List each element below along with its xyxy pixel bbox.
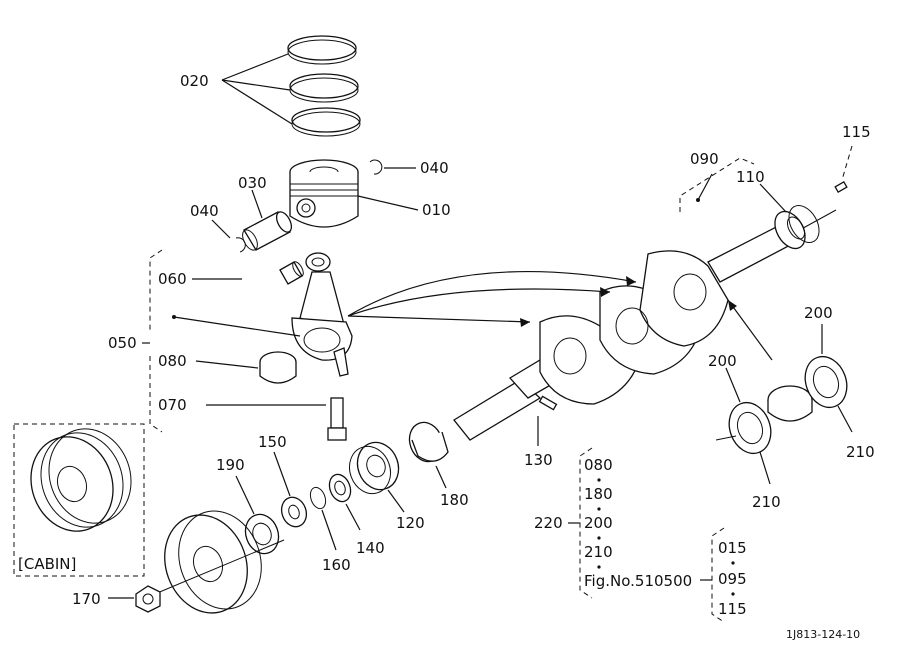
label-210-right: 210 (846, 443, 875, 461)
leader-050 (173, 316, 301, 337)
label-150: 150 (258, 433, 287, 451)
label-120: 120 (396, 514, 425, 532)
kit-sub-item-3: 115 (718, 600, 747, 618)
label-200-right: 200 (804, 304, 833, 322)
circlip-left (235, 237, 246, 253)
piston (289, 159, 359, 228)
rod-bolt (327, 397, 347, 441)
label-110: 110 (736, 168, 765, 186)
leader-160 (321, 509, 337, 551)
cabin-inset (13, 423, 145, 577)
circlip-right (369, 159, 383, 175)
piston-pin (242, 211, 293, 251)
piston-rings (287, 35, 361, 137)
label-040-right: 040 (420, 159, 449, 177)
kit-item-3: 200 (584, 514, 613, 532)
label-030: 030 (238, 174, 267, 192)
leader-030 (251, 189, 263, 219)
front-bearing (408, 421, 449, 463)
leader-115 (841, 145, 853, 181)
crankshaft (453, 209, 837, 441)
dowel-pin (834, 181, 848, 193)
label-050: 050 (108, 334, 137, 352)
leader-210-right (837, 405, 853, 433)
leader-020 (221, 53, 293, 125)
label-130: 130 (524, 451, 553, 469)
pulley-nut (135, 585, 161, 613)
label-070: 070 (158, 396, 187, 414)
label-170: 170 (72, 590, 101, 608)
kit-fig-ref: Fig.No.510500 (584, 572, 692, 590)
connecting-rod (279, 252, 353, 377)
kit-item-4: 210 (584, 543, 613, 561)
collar (328, 473, 352, 503)
spacer (280, 496, 308, 528)
leader-200-left (725, 367, 741, 403)
label-020: 020 (180, 72, 209, 90)
label-160: 160 (322, 556, 351, 574)
leader-110 (759, 183, 787, 213)
leader-140 (345, 503, 361, 531)
label-200-left: 200 (708, 352, 737, 370)
crank-gear (348, 441, 400, 495)
leader-180 (435, 465, 447, 489)
leader-120 (387, 489, 405, 513)
kit-sub-item-2: 095 (718, 570, 747, 588)
group-090-bracket (679, 157, 755, 212)
label-090: 090 (690, 150, 719, 168)
thrust-washer-right (804, 355, 848, 409)
leader-090 (697, 173, 713, 201)
figure-code: 1J813-124-10 (786, 628, 860, 641)
label-210-left: 210 (752, 493, 781, 511)
key (538, 395, 558, 411)
label-180: 180 (440, 491, 469, 509)
label-140: 140 (356, 539, 385, 557)
rod-bearing (259, 351, 297, 384)
thrust-washer-left (715, 401, 772, 455)
kit-sub-item-1: 015 (718, 539, 747, 557)
label-040-left: 040 (190, 202, 219, 220)
leader-090-dot (696, 198, 700, 202)
kit-list: 220 080 180 200 210 Fig.No.510500 015 09… (534, 447, 747, 623)
leader-210-left (759, 451, 771, 485)
leader-050-dot (172, 315, 176, 319)
label-010: 010 (422, 201, 451, 219)
cabin-label: [CABIN] (18, 555, 76, 573)
o-ring (309, 486, 327, 510)
oil-seal (774, 205, 820, 250)
main-bearing (767, 385, 813, 422)
leader-010 (357, 195, 419, 211)
assembly-arrows (347, 270, 773, 361)
kit-item-2: 180 (584, 485, 613, 503)
label-115: 115 (842, 123, 871, 141)
leader-150 (273, 451, 291, 497)
leader-040-left (211, 219, 231, 239)
label-190: 190 (216, 456, 245, 474)
leader-080 (195, 360, 259, 369)
leader-190 (235, 475, 255, 515)
crank-pulley (149, 510, 285, 614)
label-220: 220 (534, 514, 563, 532)
front-oil-seal (244, 513, 280, 555)
group-050-bracket (149, 249, 163, 433)
kit-item-1: 080 (584, 456, 613, 474)
label-080: 080 (158, 352, 187, 370)
label-060: 060 (158, 270, 187, 288)
